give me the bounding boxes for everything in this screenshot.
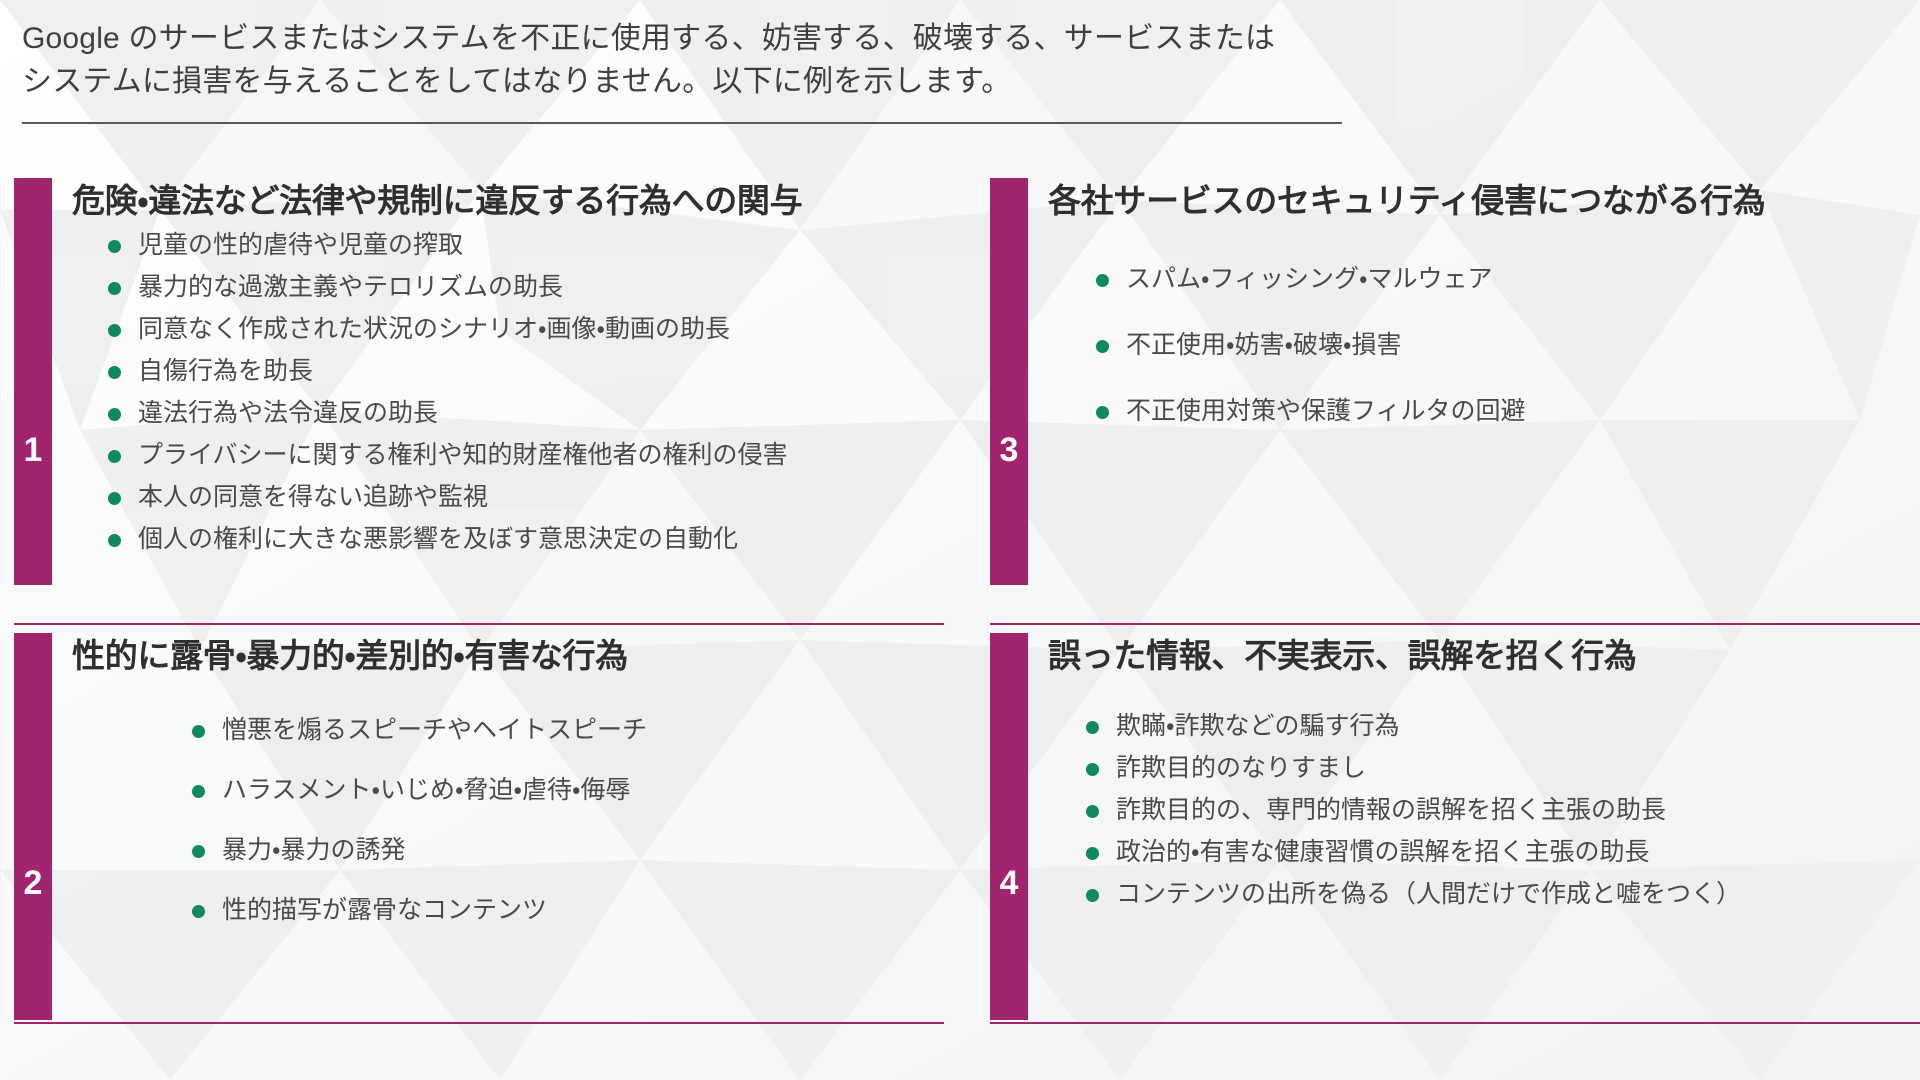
quadrant-3-bullet-list: スパム・フィッシング・マルウェア 不正使用・妨害・破壊・損害 不正使用対策や保護… [1048, 227, 1920, 429]
list-item: 詐欺目的の、専門的情報の誤解を招く主張の助長 [1084, 792, 1920, 828]
quadrant-1-body: 危険・違法など法律や規制に違反する行為への関与 児童の性的虐待や児童の搾取 暴力… [72, 168, 959, 623]
list-item: 不正使用対策や保護フィルタの回避 [1094, 393, 1920, 429]
list-item: スパム・フィッシング・マルウェア [1094, 261, 1920, 297]
quadrant-4: 4 誤った情報、不実表示、誤解を招く行為 欺瞞・詐欺などの騙す行為 詐欺目的のな… [990, 623, 1920, 1058]
quadrant-1-title: 危険・違法など法律や規制に違反する行為への関与 [72, 182, 803, 219]
list-item: コンテンツの出所を偽る（人間だけで作成と嘘をつく） [1084, 876, 1920, 912]
list-item: 欺瞞・詐欺などの騙す行為 [1084, 708, 1920, 744]
quadrant-2-bullet-list: 憎悪を煽るスピーチやヘイトスピーチ ハラスメント・いじめ・脅迫・虐待・侮辱 暴力… [72, 682, 959, 928]
list-item: 児童の性的虐待や児童の搾取 [106, 227, 959, 263]
quadrant-2-separator [14, 1022, 944, 1024]
quadrant-4-number: 4 [999, 864, 1019, 902]
quadrant-3-body: 各社サービスのセキュリティ侵害につながる行為 スパム・フィッシング・マルウェア … [1048, 168, 1920, 623]
header-divider [22, 122, 1342, 124]
quadrant-2-title: 性的に露骨・暴力的・差別的・有害な行為 [72, 637, 628, 674]
quadrant-3-separator [990, 623, 1920, 625]
quadrant-2-number: 2 [23, 864, 43, 902]
quadrant-grid: 1 危険・違法など法律や規制に違反する行為への関与 児童の性的虐待や児童の搾取 … [0, 168, 1920, 1058]
quadrant-1-number: 1 [23, 431, 43, 469]
list-item: 性的描写が露骨なコンテンツ [190, 892, 959, 928]
list-item: 自傷行為を助長 [106, 353, 959, 389]
quadrant-1-bullet-list: 児童の性的虐待や児童の搾取 暴力的な過激主義やテロリズムの助長 同意なく作成され… [72, 227, 959, 557]
quadrant-3: 3 各社サービスのセキュリティ侵害につながる行為 スパム・フィッシング・マルウェ… [990, 168, 1920, 623]
quadrant-2-body: 性的に露骨・暴力的・差別的・有害な行為 憎悪を煽るスピーチやヘイトスピーチ ハラ… [72, 623, 959, 1058]
list-item: 暴力的な過激主義やテロリズムの助長 [106, 269, 959, 305]
quadrant-4-bullet-list: 欺瞞・詐欺などの騙す行為 詐欺目的のなりすまし 詐欺目的の、専門的情報の誤解を招… [1048, 682, 1920, 912]
quadrant-3-number-bar: 3 [990, 178, 1028, 585]
quadrant-4-title: 誤った情報、不実表示、誤解を招く行為 [1048, 637, 1637, 674]
list-item: 暴力・暴力の誘発 [190, 832, 959, 868]
header-paragraph: Google のサービスまたはシステムを不正に使用する、妨害する、破壊する、サー… [22, 22, 1276, 98]
list-item: 同意なく作成された状況のシナリオ・画像・動画の助長 [106, 311, 959, 347]
list-item: プライバシーに関する権利や知的財産権他者の権利の侵害 [106, 437, 959, 473]
list-item: 詐欺目的のなりすまし [1084, 750, 1920, 786]
quadrant-1-separator [14, 623, 944, 625]
quadrant-4-separator [990, 1022, 1920, 1024]
quadrant-3-title: 各社サービスのセキュリティ侵害につながる行為 [1048, 182, 1766, 219]
list-item: 本人の同意を得ない追跡や監視 [106, 479, 959, 515]
quadrant-1: 1 危険・違法など法律や規制に違反する行為への関与 児童の性的虐待や児童の搾取 … [14, 168, 959, 623]
list-item: 憎悪を煽るスピーチやヘイトスピーチ [190, 712, 959, 748]
quadrant-4-body: 誤った情報、不実表示、誤解を招く行為 欺瞞・詐欺などの騙す行為 詐欺目的のなりす… [1048, 623, 1920, 1058]
header: Google のサービスまたはシステムを不正に使用する、妨害する、破壊する、サー… [22, 18, 1352, 124]
quadrant-4-number-bar: 4 [990, 633, 1028, 1020]
quadrant-2-number-bar: 2 [14, 633, 52, 1020]
quadrant-2: 2 性的に露骨・暴力的・差別的・有害な行為 憎悪を煽るスピーチやヘイトスピーチ … [14, 623, 959, 1058]
list-item: 政治的・有害な健康習慣の誤解を招く主張の助長 [1084, 834, 1920, 870]
list-item: ハラスメント・いじめ・脅迫・虐待・侮辱 [190, 772, 959, 808]
list-item: 個人の権利に大きな悪影響を及ぼす意思決定の自動化 [106, 521, 959, 557]
list-item: 不正使用・妨害・破壊・損害 [1094, 327, 1920, 363]
list-item: 違法行為や法令違反の助長 [106, 395, 959, 431]
quadrant-3-number: 3 [999, 431, 1019, 469]
quadrant-1-number-bar: 1 [14, 178, 52, 585]
